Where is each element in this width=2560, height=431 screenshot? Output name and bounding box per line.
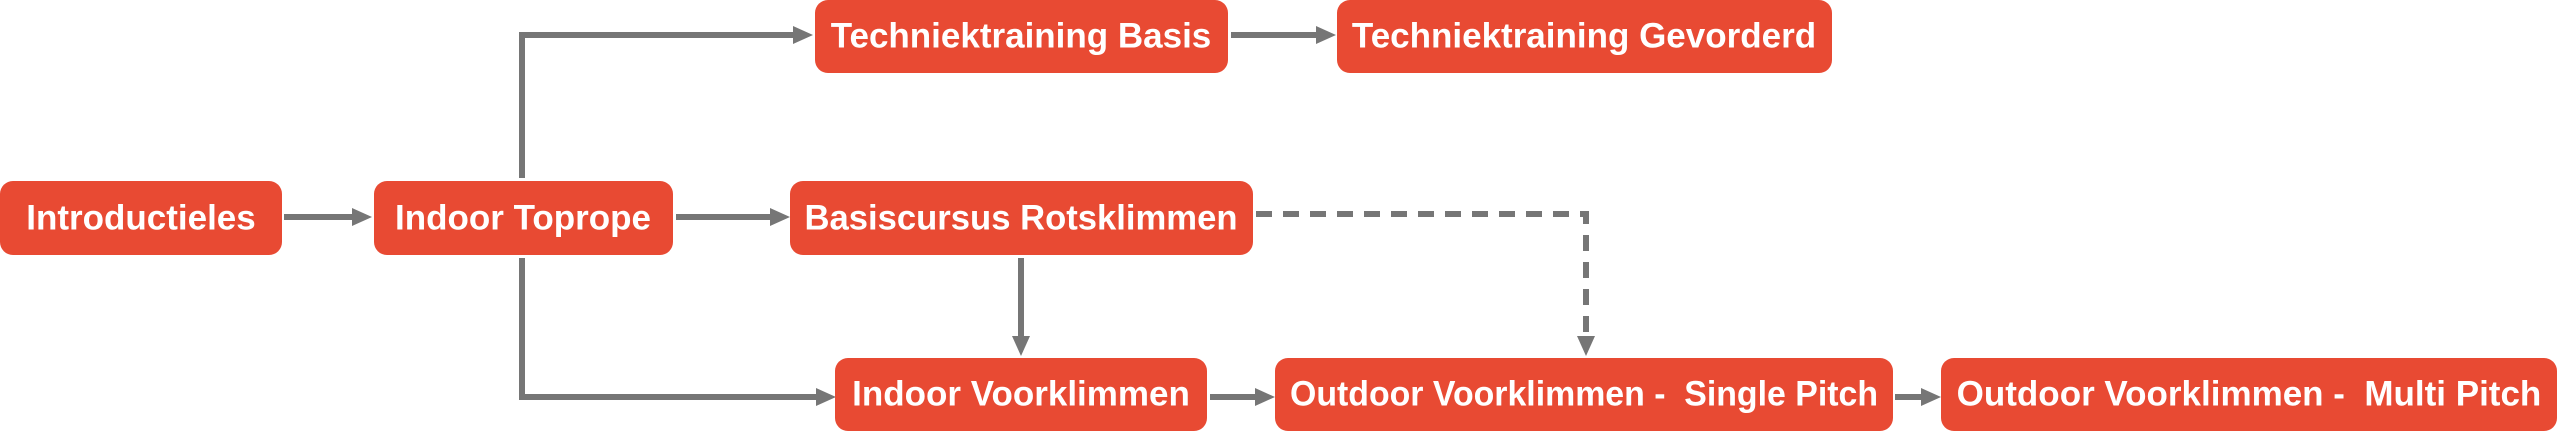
arrowhead	[1316, 26, 1336, 44]
arrowhead	[1577, 336, 1595, 356]
arrowhead	[770, 208, 790, 226]
edge-indoor-toprope-to-indoor-voorklimmen	[519, 258, 816, 400]
arrowhead	[1012, 336, 1030, 356]
node-indoor-voorklimmen: Indoor Voorklimmen	[835, 358, 1207, 431]
arrowhead	[1921, 388, 1941, 406]
node-outdoor-voorklimmen-multi-pitch: Outdoor Voorklimmen - Multi Pitch	[1941, 358, 2557, 431]
edge-indoor-toprope-to-techniektraining-basis	[519, 32, 793, 178]
node-techniektraining-gevorderd: Techniektraining Gevorderd	[1337, 0, 1832, 73]
connectors	[284, 26, 1941, 406]
node-introductieles: Introductieles	[0, 181, 282, 255]
edge-basiscursus-to-outdoor-single-pitch	[1256, 211, 1589, 337]
node-outdoor-voorklimmen-single-pitch: Outdoor Voorklimmen - Single Pitch	[1275, 358, 1893, 431]
arrowhead	[793, 26, 813, 44]
node-label: Introductieles	[26, 199, 255, 238]
node-label: Techniektraining Basis	[831, 17, 1212, 56]
node-label: Indoor Toprope	[395, 199, 651, 238]
node-label: Techniektraining Gevorderd	[1352, 17, 1816, 56]
node-basiscursus-rotsklimmen: Basiscursus Rotsklimmen	[790, 181, 1253, 255]
node-label: Outdoor Voorklimmen - Multi Pitch	[1957, 375, 2542, 414]
node-techniektraining-basis: Techniektraining Basis	[815, 0, 1228, 73]
arrowhead	[1255, 388, 1275, 406]
node-indoor-toprope: Indoor Toprope	[374, 181, 673, 255]
node-label: Outdoor Voorklimmen - Single Pitch	[1290, 375, 1878, 414]
node-label: Indoor Voorklimmen	[852, 375, 1190, 414]
arrowhead	[352, 208, 372, 226]
arrowhead	[816, 388, 836, 406]
node-label: Basiscursus Rotsklimmen	[805, 199, 1238, 238]
